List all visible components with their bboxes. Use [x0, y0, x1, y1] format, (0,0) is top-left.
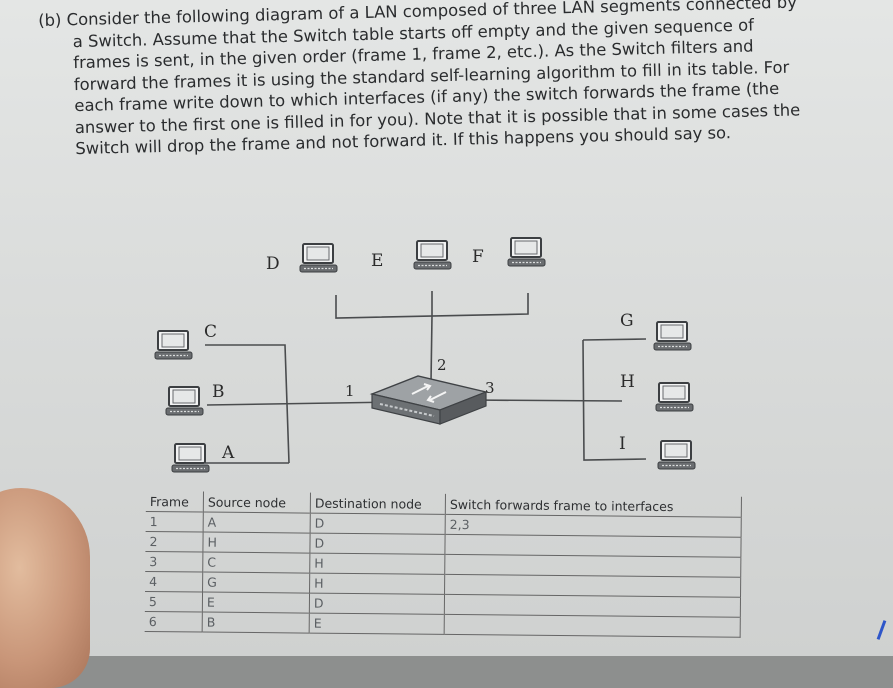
host-label-d: D	[266, 254, 280, 274]
host-label-e: E	[371, 251, 383, 271]
host-label-b: B	[212, 382, 225, 402]
interface-label-3: 3	[485, 379, 495, 397]
source-cell: E	[202, 592, 310, 614]
computer-icon	[154, 330, 193, 360]
segment-top-wiring	[335, 291, 529, 383]
switch-icon	[369, 375, 489, 425]
source-cell: H	[202, 532, 311, 554]
interface-label-2: 2	[437, 356, 447, 374]
segment-left-wiring	[205, 344, 399, 464]
interface-label-1: 1	[345, 382, 355, 400]
computer-icon	[299, 243, 338, 273]
computer-icon	[507, 237, 546, 267]
destination-cell: D	[309, 533, 446, 555]
destination-cell: H	[309, 553, 445, 575]
host-label-g: G	[620, 311, 634, 331]
destination-cell: E	[309, 613, 445, 635]
forwards-cell	[444, 574, 741, 598]
switch-table: Frame Source node Destination node Switc…	[144, 491, 742, 638]
host-label-f: F	[472, 247, 484, 267]
thumb	[0, 488, 90, 688]
computer-icon	[655, 382, 694, 412]
frame-cell: 4	[145, 571, 203, 593]
host-label-a: A	[221, 443, 235, 463]
source-cell: C	[202, 552, 310, 574]
forwards-cell	[444, 614, 741, 638]
column-header-destination: Destination node	[310, 492, 446, 515]
frame-cell: 1	[145, 511, 204, 533]
destination-cell: H	[309, 573, 445, 595]
destination-cell: D	[310, 513, 446, 535]
host-label-i: I	[619, 434, 626, 454]
computer-icon	[413, 240, 452, 270]
destination-cell: D	[309, 593, 445, 615]
column-header-frame: Frame	[149, 493, 189, 509]
column-header-source: Source node	[203, 491, 311, 514]
forwards-cell	[444, 594, 741, 618]
frame-cell: 5	[144, 591, 203, 613]
paper-sheet	[0, 0, 893, 656]
forwards-cell	[444, 534, 742, 558]
lan-diagram: D E F C B A G H I 1 2 3	[154, 237, 696, 473]
computer-icon	[165, 386, 204, 416]
segment-right-wiring	[467, 338, 647, 461]
host-label-h: H	[620, 372, 635, 392]
frame-cell: 2	[145, 531, 204, 553]
computer-icon	[657, 440, 696, 470]
computer-icon	[171, 443, 210, 473]
host-label-c: C	[204, 322, 217, 342]
column-header-forwards: Switch forwards frame to interfaces	[445, 493, 742, 518]
source-cell: G	[202, 572, 310, 594]
forwards-cell: 2,3	[445, 514, 742, 538]
frame-cell: 3	[145, 551, 203, 573]
frame-cell: 6	[144, 611, 203, 633]
source-cell: B	[202, 612, 310, 634]
computer-icon	[653, 321, 692, 351]
forwards-cell	[444, 554, 741, 578]
source-cell: A	[203, 512, 311, 534]
